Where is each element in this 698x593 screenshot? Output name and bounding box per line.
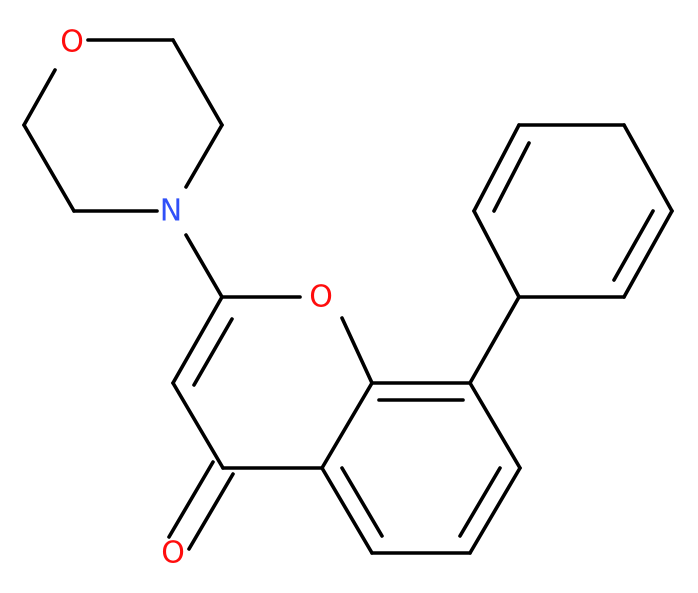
bond — [340, 466, 384, 538]
bond — [167, 460, 215, 539]
bond — [468, 295, 521, 385]
bond — [192, 317, 234, 387]
bond — [492, 141, 531, 213]
oxygen-label: O — [60, 25, 84, 60]
bond — [472, 123, 521, 213]
atom-labels: O N O O — [60, 25, 333, 571]
bond — [458, 466, 502, 538]
bond — [468, 381, 522, 470]
bond — [612, 209, 655, 282]
bond — [171, 381, 225, 470]
bond — [187, 472, 235, 551]
bond — [22, 123, 76, 213]
nitrogen-label: N — [160, 194, 182, 229]
oxygen-label: O — [309, 280, 333, 315]
bond — [320, 381, 374, 470]
bond — [22, 68, 57, 127]
bonds — [22, 38, 674, 555]
bond — [340, 316, 374, 385]
bond — [171, 38, 224, 127]
bond — [622, 123, 674, 213]
oxygen-label: O — [161, 536, 185, 571]
bond — [472, 209, 521, 299]
bond — [184, 233, 224, 299]
bond — [468, 466, 522, 555]
bond — [622, 209, 674, 299]
bond — [184, 123, 224, 189]
bond — [320, 466, 374, 555]
bond — [171, 295, 224, 385]
